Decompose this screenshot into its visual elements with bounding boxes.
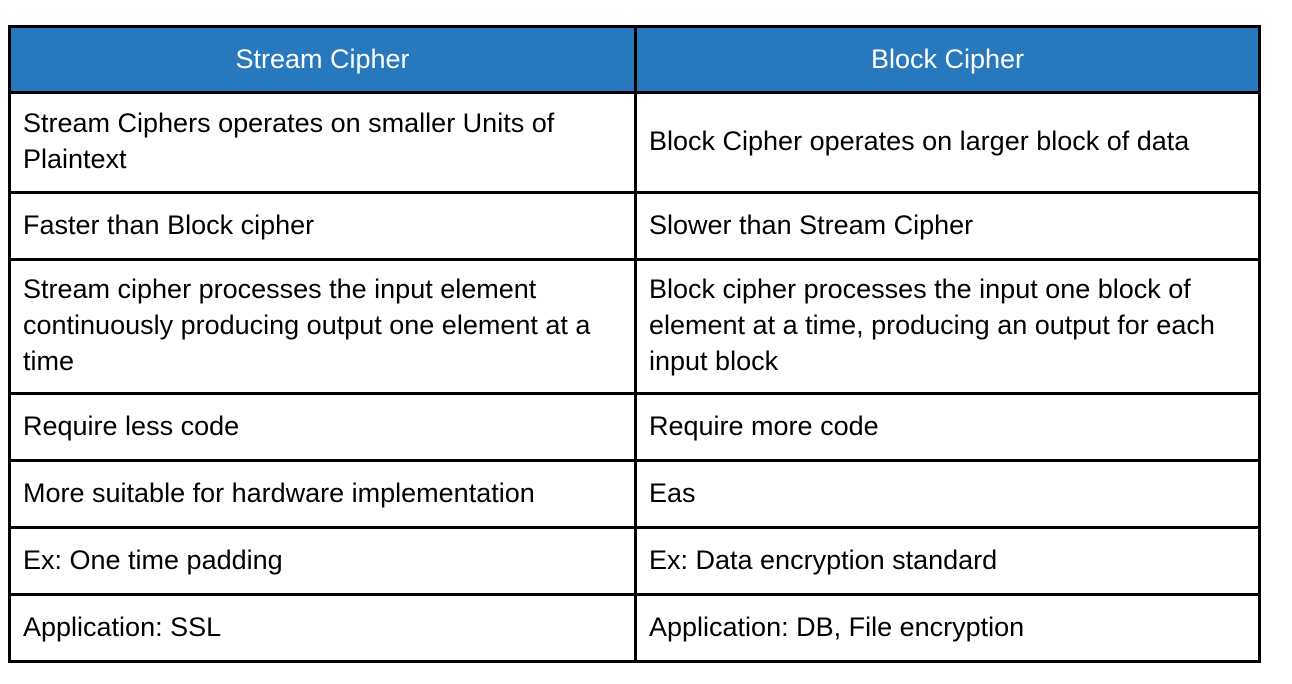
cell-stream-6: Ex: One time padding <box>8 526 637 596</box>
table-row: More suitable for hardware implementatio… <box>8 459 1261 529</box>
cell-block-4: Require more code <box>634 392 1261 462</box>
table-row: Faster than Block cipher Slower than Str… <box>8 191 1261 261</box>
cell-block-1: Block Cipher operates on larger block of… <box>634 91 1261 194</box>
table-row: Application: SSL Application: DB, File e… <box>8 593 1261 663</box>
table-body: Stream Ciphers operates on smaller Units… <box>8 91 1261 663</box>
cipher-comparison-table: Stream Cipher Block Cipher Stream Cipher… <box>8 25 1261 663</box>
column-header-stream-cipher: Stream Cipher <box>8 25 637 94</box>
cell-block-6: Ex: Data encryption standard <box>634 526 1261 596</box>
column-header-block-cipher: Block Cipher <box>634 25 1261 94</box>
cell-block-2: Slower than Stream Cipher <box>634 191 1261 261</box>
table-row: Require less code Require more code <box>8 392 1261 462</box>
table-row: Ex: One time padding Ex: Data encryption… <box>8 526 1261 596</box>
cell-stream-3: Stream cipher processes the input elemen… <box>8 258 637 395</box>
cell-stream-2: Faster than Block cipher <box>8 191 637 261</box>
cell-stream-4: Require less code <box>8 392 637 462</box>
cell-block-3: Block cipher processes the input one blo… <box>634 258 1261 395</box>
table-header: Stream Cipher Block Cipher <box>8 25 1261 94</box>
cell-stream-1: Stream Ciphers operates on smaller Units… <box>8 91 637 194</box>
table-row: Stream Ciphers operates on smaller Units… <box>8 91 1261 194</box>
cell-stream-5: More suitable for hardware implementatio… <box>8 459 637 529</box>
cell-block-7: Application: DB, File encryption <box>634 593 1261 663</box>
header-row: Stream Cipher Block Cipher <box>8 25 1261 94</box>
cell-block-5: Eas <box>634 459 1261 529</box>
cell-stream-7: Application: SSL <box>8 593 637 663</box>
table-row: Stream cipher processes the input elemen… <box>8 258 1261 395</box>
